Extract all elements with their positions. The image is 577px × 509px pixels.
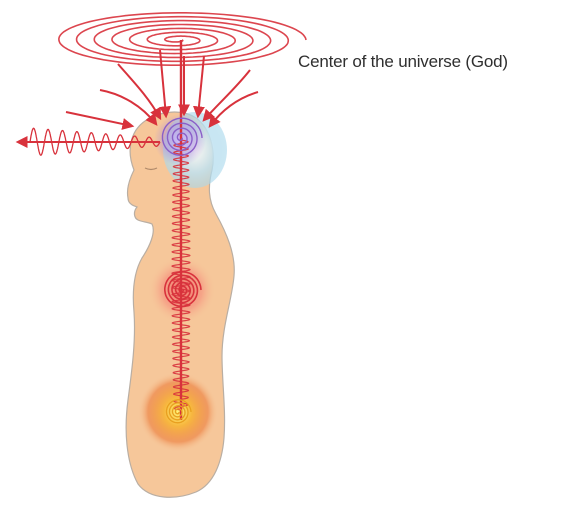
inflow-arrow-2 (160, 50, 166, 116)
inflow-arrow-1 (118, 64, 160, 118)
caption-center-of-universe: Center of the universe (God) (298, 52, 508, 72)
left-incoming-arrow (66, 112, 132, 126)
base-chakra (138, 372, 218, 452)
inflow-arrow-7 (210, 92, 258, 126)
cosmic-spiral (59, 13, 306, 65)
inflow-arrow-5 (204, 70, 250, 120)
